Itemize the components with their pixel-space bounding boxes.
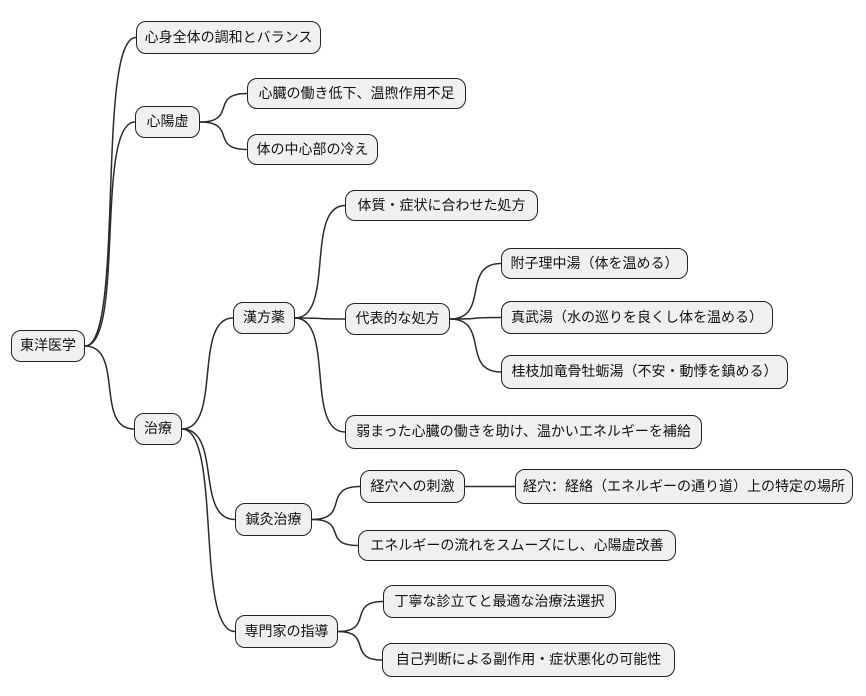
edge-daihyo-to-shinbuto xyxy=(449,316,502,320)
mindmap-node-senmonka: 専門家の指導 xyxy=(235,615,338,648)
edge-toyo-igaku-to-chiryo xyxy=(84,345,135,430)
mindmap-node-nagare: エネルギーの流れをスムーズにし、心陽虚改善 xyxy=(358,530,676,561)
edge-shinyokyo-to-hie xyxy=(199,121,248,151)
edge-kampo-to-taishitsu xyxy=(294,204,346,319)
edge-daihyo-to-keishika xyxy=(449,318,502,373)
edge-shinkyu-to-keiketsu-shigeki xyxy=(311,485,361,521)
mindmap-node-taishitsu: 体質・症状に合わせた処方 xyxy=(345,190,538,221)
mindmap-node-chiryo: 治療 xyxy=(134,413,182,445)
edge-shinkyu-to-nagare xyxy=(311,518,359,547)
mindmap-node-toyo-igaku: 東洋医学 xyxy=(11,330,85,362)
mindmap-node-bushi: 附子理中湯（体を温める） xyxy=(501,248,688,279)
edge-daihyo-to-bushi xyxy=(449,262,502,320)
mindmap-node-hataraki-teika: 心臓の働き低下、温煦作用不足 xyxy=(247,78,466,109)
mindmap-node-hie: 体の中心部の冷え xyxy=(247,134,378,165)
mindmap-node-chowa: 心身全体の調和とバランス xyxy=(136,21,321,54)
mindmap-node-hokyu: 弱まった心臓の働きを助け、温かいエネルギーを補給 xyxy=(345,415,702,449)
edge-kampo-to-daihyo xyxy=(294,317,346,320)
mindmap-node-keiketsu-shigeki: 経穴への刺激 xyxy=(360,470,465,503)
mindmap-node-kampo: 漢方薬 xyxy=(233,302,295,334)
mindmap-node-keishika: 桂枝加竜骨牡蛎湯（不安・動悸を鎮める） xyxy=(501,355,788,389)
mindmap-node-mitate: 丁寧な診立てと最適な治療法選択 xyxy=(383,585,616,618)
mindmap-node-daihyo: 代表的な処方 xyxy=(345,303,450,335)
mindmap-node-jiko-handan: 自己判断による副作用・症状悪化の可能性 xyxy=(382,643,675,677)
mindmap-node-shinkyu: 鍼灸治療 xyxy=(235,503,312,536)
edge-kampo-to-hokyu xyxy=(294,317,346,433)
edge-chiryo-to-senmonka xyxy=(181,428,236,633)
mindmap-node-shinbuto: 真武湯（水の巡りを良くし体を温める） xyxy=(501,301,773,334)
mindmap-node-keiketsu-def: 経穴：経絡（エネルギーの通り道）上の特定の場所 xyxy=(515,469,853,504)
edge-shinyokyo-to-hataraki-teika xyxy=(199,92,248,123)
edge-chiryo-to-shinkyu xyxy=(181,428,236,521)
edge-chiryo-to-kampo xyxy=(181,317,234,430)
mindmap-node-shinyokyo: 心陽虚 xyxy=(135,106,200,138)
edge-senmonka-to-mitate xyxy=(337,600,384,633)
edge-toyo-igaku-to-shinyokyo xyxy=(84,121,136,347)
edge-toyo-igaku-to-chowa xyxy=(84,36,137,347)
edge-senmonka-to-jiko-handan xyxy=(337,630,383,661)
